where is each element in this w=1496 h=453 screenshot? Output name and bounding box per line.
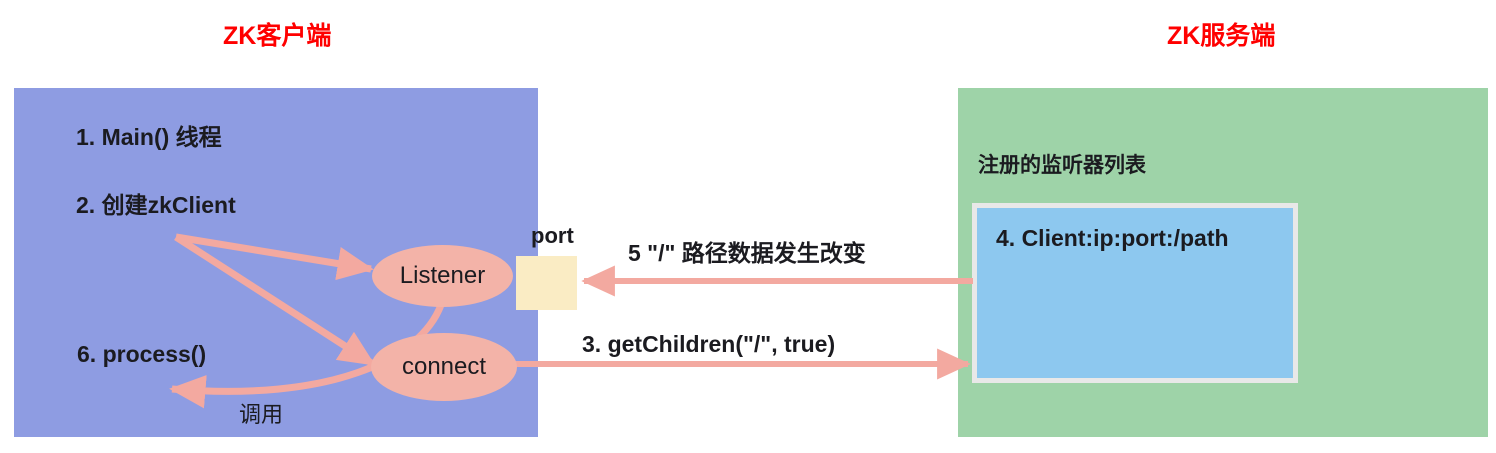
edge-label-getchildren: 3. getChildren("/", true) [582,331,836,357]
registered-listener-list-title: 注册的监听器列表 [978,154,1146,177]
edge-label-callback-invoke: 调用 [239,402,284,427]
edge-label-watch-trigger: 5 "/" 路径数据发生改变 [628,240,866,266]
registered-listener-entry-label: 4. Client:ip:port:/path [996,225,1229,251]
connect-node[interactable]: connect [371,333,517,401]
server-section-title: ZK服务端 [1167,22,1276,50]
listener-node[interactable]: Listener [372,245,513,307]
port-box-label: port [531,223,574,248]
client-step-process: 6. process() [77,341,207,367]
client-step-main-thread: 1. Main() 线程 [76,124,222,150]
registered-listener-entry-box [972,203,1298,383]
port-box [516,256,577,310]
client-step-create-zkclient: 2. 创建zkClient [76,192,236,218]
client-section-title: ZK客户端 [223,22,332,50]
